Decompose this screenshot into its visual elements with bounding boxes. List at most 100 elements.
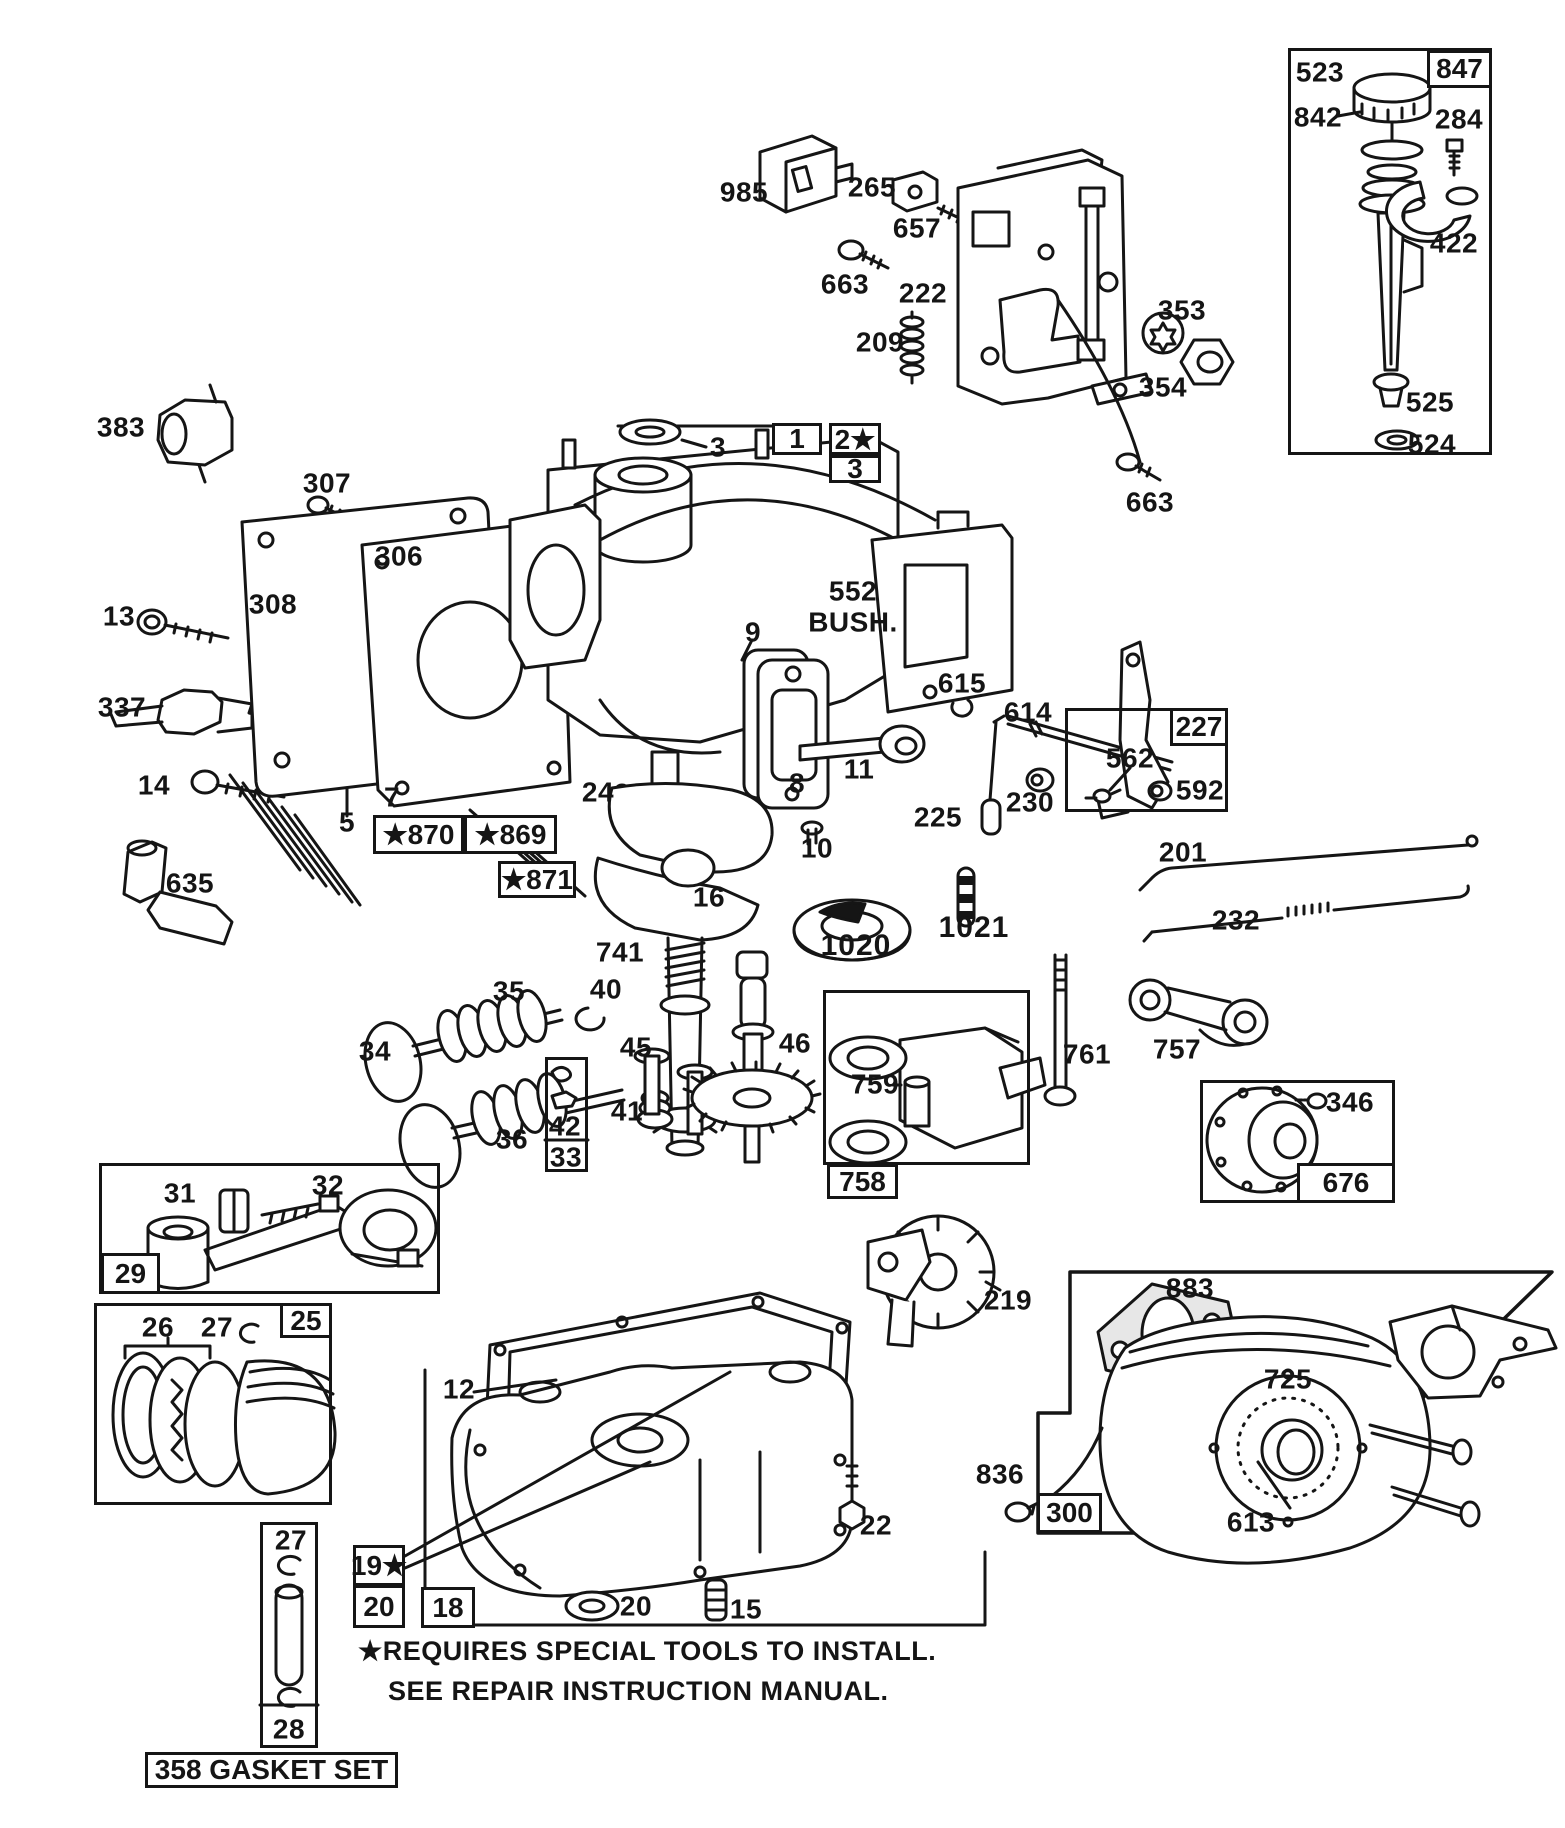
- part-callout-35: 35: [492, 975, 526, 1007]
- boxed-label-box-3: 3: [829, 453, 881, 484]
- part-callout-985: 985: [719, 176, 769, 208]
- group-box-governor-control-group: [1065, 708, 1228, 812]
- piston-pin-art: [274, 1554, 304, 1708]
- part-callout-663: 663: [820, 268, 870, 300]
- part-callout-759: 759: [850, 1068, 900, 1100]
- boxed-label-box-2-star: 2★: [829, 423, 881, 455]
- part-callout-36: 36: [495, 1123, 529, 1155]
- part-callout-13: 13: [102, 600, 136, 632]
- control-bracket-art: [956, 148, 1162, 482]
- breather-art: [615, 648, 926, 846]
- part-callout-307: 307: [302, 467, 352, 499]
- link-rods-art: [1138, 834, 1479, 943]
- part-callout-230: 230: [1005, 786, 1055, 818]
- part-callout-523: 523: [1295, 56, 1345, 88]
- part-callout-15: 15: [729, 1593, 763, 1625]
- part-callout-46: 46: [778, 1027, 812, 1059]
- part-callout-12: 12: [442, 1373, 476, 1405]
- part-callout-201: 201: [1158, 836, 1208, 868]
- part-callout-525: 525: [1405, 386, 1455, 418]
- part-callout-635: 635: [165, 867, 215, 899]
- part-callout-222: 222: [898, 277, 948, 309]
- part-callout-1020: 1020: [820, 929, 892, 963]
- part-callout-40: 40: [589, 973, 623, 1005]
- boxed-label-box-1: 1: [772, 423, 822, 455]
- boxed-label-box-25: 25: [280, 1303, 332, 1338]
- part-callout-7: 7: [383, 781, 401, 813]
- ignition-switch-art: [758, 134, 854, 214]
- group-box-governor-crank-group: [823, 990, 1030, 1165]
- part-callout-11: 11: [843, 753, 875, 785]
- part-callout-16: 16: [692, 881, 726, 913]
- part-callout-42: 42: [548, 1110, 582, 1142]
- part-callout-22: 22: [859, 1509, 893, 1541]
- dipstick-art: [1336, 72, 1479, 451]
- washer-nut-art: [1141, 311, 1235, 386]
- part-callout-27: 27: [274, 1524, 308, 1556]
- boxed-label-box-29: 29: [101, 1253, 160, 1294]
- part-callout-225: 225: [913, 801, 963, 833]
- part-callout-757: 757: [1152, 1033, 1202, 1065]
- part-callout-725: 725: [1263, 1363, 1313, 1395]
- group-box-connecting-rod-group: [99, 1163, 440, 1294]
- part-callout-27: 27: [200, 1311, 234, 1343]
- boxed-label-box-869: ★869: [464, 815, 557, 854]
- part-callout-383: 383: [96, 411, 146, 443]
- part-callout-353: 353: [1157, 294, 1207, 326]
- muffler-art: [1004, 1270, 1558, 1565]
- footnote-line-2: SEE REPAIR INSTRUCTION MANUAL.: [388, 1676, 889, 1706]
- group-box-piston-group: [94, 1303, 332, 1505]
- boxed-label-box-871: ★871: [498, 861, 576, 898]
- boxed-label-box-758: 758: [827, 1164, 898, 1199]
- part-callout-1021: 1021: [938, 911, 1010, 945]
- part-callout-219: 219: [983, 1284, 1033, 1316]
- part-callout-592: 592: [1175, 774, 1225, 806]
- boxed-label-box-18: 18: [421, 1587, 475, 1628]
- part-callout-5: 5: [338, 806, 356, 838]
- part-callout-761: 761: [1062, 1038, 1112, 1070]
- part-callout-265: 265: [847, 171, 897, 203]
- group-box-valve-keys-group: [545, 1057, 588, 1172]
- part-callout-308: 308: [248, 588, 298, 620]
- part-callout-613: 613: [1226, 1506, 1276, 1538]
- part-callout-20: 20: [619, 1590, 653, 1622]
- part-callout-24: 24: [581, 776, 615, 808]
- part-callout-28: 28: [272, 1713, 306, 1745]
- part-callout-562: 562: [1105, 742, 1155, 774]
- part-callout-306: 306: [374, 540, 424, 572]
- piston-art: [111, 1322, 337, 1496]
- part-callout-3: 3: [709, 431, 727, 463]
- part-callout-41: 41: [610, 1095, 644, 1127]
- bearing-plate-art: [1205, 1085, 1328, 1194]
- boxed-label-box-676: 676: [1297, 1163, 1395, 1203]
- part-callout-663: 663: [1125, 486, 1175, 518]
- boxed-label-box-227: 227: [1170, 708, 1228, 746]
- sump-art: [403, 1291, 987, 1627]
- part-callout-552-bush-: 552 BUSH.: [808, 575, 898, 638]
- camshaft-art: [682, 950, 822, 1164]
- boxed-label-box-847: 847: [1427, 50, 1492, 88]
- part-callout-883: 883: [1165, 1272, 1215, 1304]
- connecting-rod-art: [146, 1188, 438, 1290]
- part-callout-232: 232: [1211, 904, 1261, 936]
- governor-crank-art: [828, 1026, 1047, 1165]
- part-callout-346: 346: [1325, 1086, 1375, 1118]
- part-callout-284: 284: [1434, 103, 1484, 135]
- part-callout-614: 614: [1003, 696, 1053, 728]
- bolt-link-art: [1043, 953, 1269, 1107]
- part-callout-337: 337: [97, 691, 147, 723]
- slinger-art: [792, 866, 976, 962]
- boxed-label-box-gasket-set: 358 GASKET SET: [145, 1752, 398, 1788]
- footnote-line-1: ★REQUIRES SPECIAL TOOLS TO INSTALL.: [358, 1636, 937, 1666]
- group-box-piston-pin-group: [260, 1522, 318, 1748]
- part-callout-9: 9: [744, 616, 762, 648]
- part-callout-657: 657: [892, 212, 942, 244]
- boxed-label-box-20: 20: [353, 1585, 405, 1628]
- part-callout-836: 836: [975, 1458, 1025, 1490]
- part-callout-741: 741: [595, 936, 645, 968]
- part-callout-842: 842: [1293, 101, 1343, 133]
- deflector-383-art: [156, 383, 234, 484]
- part-callout-8: 8: [788, 767, 806, 799]
